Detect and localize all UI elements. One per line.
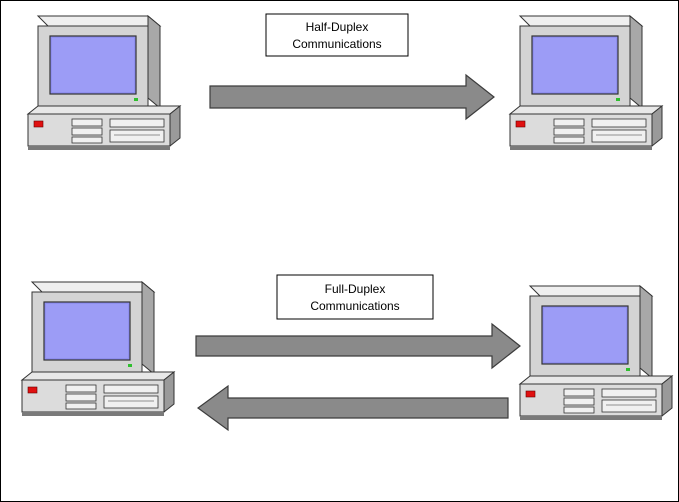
full-duplex-label: Full-Duplex Communications [276,274,434,320]
full-duplex-label-line1: Full-Duplex [325,282,386,296]
computer-icon [509,15,663,151]
half-duplex-section: Half-Duplex Communications [27,13,663,151]
arrow-right-icon [209,73,495,121]
label-box [276,274,434,320]
full-duplex-section: Full-Duplex Communications [21,274,673,432]
half-duplex-label-line2: Communications [292,37,381,51]
arrow-right-icon [195,322,521,370]
half-duplex-label-line1: Half-Duplex [306,20,369,34]
half-duplex-label: Half-Duplex Communications [265,13,409,57]
computer-icon [21,281,175,417]
arrow-left-icon [196,384,509,432]
label-box [265,13,409,57]
full-duplex-label-line2: Communications [310,299,399,313]
computer-icon [27,15,181,151]
computer-icon [519,285,673,421]
